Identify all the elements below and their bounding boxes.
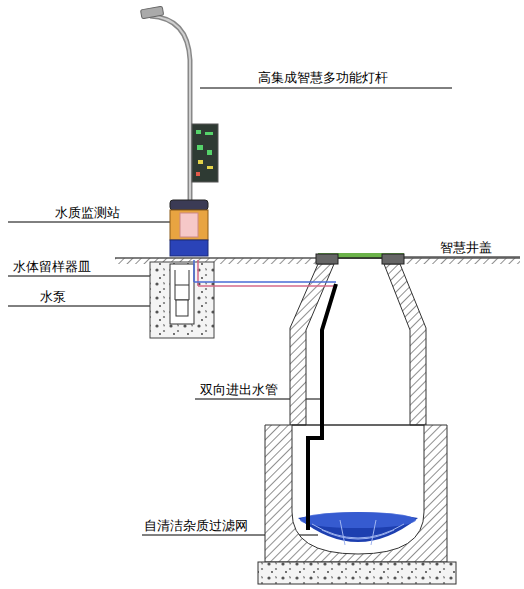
monitoring-station (170, 200, 208, 256)
manhole-cover (316, 254, 404, 264)
part-label: 高集成智慧多功能灯杆 (256, 70, 390, 86)
part-label: 水质监测站 (53, 205, 122, 221)
part-label: 自清洁杂质过滤网 (142, 518, 250, 534)
lamp-pole (140, 6, 218, 205)
part-label: 水体留样器皿 (11, 259, 93, 275)
water-pipe (194, 260, 336, 530)
part-label: 智慧井盖 (438, 240, 494, 256)
manhole-walls (258, 264, 456, 584)
pump-housing (150, 262, 214, 338)
water-body (298, 512, 418, 545)
part-label: 双向进出水管 (198, 382, 280, 398)
part-label: 水泵 (38, 289, 68, 305)
